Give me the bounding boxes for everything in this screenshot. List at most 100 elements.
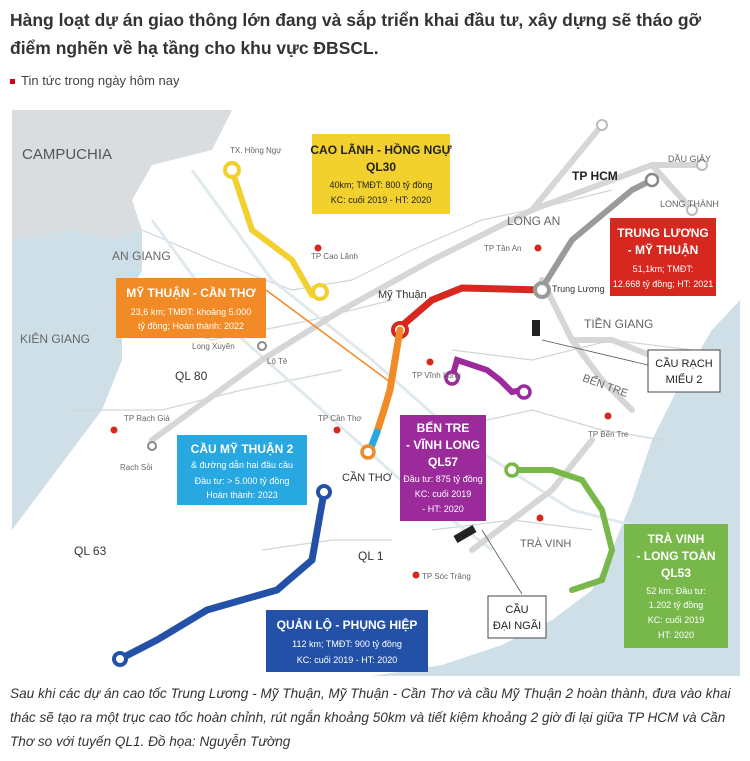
box-trung-luong xyxy=(610,218,716,296)
label-long-thanh: LONG THÀNH xyxy=(660,199,719,209)
bridge-dai-ngai-icon xyxy=(453,525,477,543)
box-btvl-line1: Đầu tư: 875 tỷ đồng xyxy=(403,474,483,484)
label-kien-giang: KIÊN GIANG xyxy=(20,331,90,346)
box-ben-tre-vinh-long xyxy=(400,415,486,521)
red-bullet-icon xyxy=(10,79,15,85)
route-my-thuan-can-tho xyxy=(373,326,404,436)
tp-hcm-node xyxy=(644,172,660,188)
route-endpoint xyxy=(504,462,520,478)
gray-roads xyxy=(149,122,705,553)
box-cau-rach-mieu xyxy=(647,349,721,393)
box-mtct-title: MỸ THUẬN - CẦN THƠ xyxy=(126,285,256,300)
route-endpoint xyxy=(444,370,460,386)
box-tvlt-title: TRÀ VINH xyxy=(648,531,705,546)
box-tl-line1: 51,1km; TMĐT: xyxy=(633,264,694,274)
label-ql80: QL 80 xyxy=(175,369,208,383)
rach-soi-dot xyxy=(147,441,157,451)
box-cmt2-line1: & đường dẫn hai đầu cầu xyxy=(191,460,293,470)
box-tra-vinh-long-toan xyxy=(624,524,728,648)
box-cao-lanh-title2: QL30 xyxy=(366,160,396,174)
label-lo-te: Lộ Tẻ xyxy=(267,357,288,366)
label-tra-vinh: TRÀ VINH xyxy=(520,537,571,550)
box-cdn-line2: ĐẠI NGÃI xyxy=(493,619,541,632)
bridge-rach-mieu-icon xyxy=(532,320,540,336)
box-tl-title: TRUNG LƯƠNG xyxy=(617,226,709,240)
label-can-tho: CẦN THƠ xyxy=(342,471,393,484)
label-tien-giang: TIỀN GIANG xyxy=(584,316,653,331)
hcm-expressway xyxy=(536,177,655,296)
label-dau-giay: DẦU GIÂY xyxy=(668,154,711,164)
box-pointer xyxy=(265,289,391,383)
route-endpoint xyxy=(311,283,329,301)
label-rach-soi: Rạch Sỏi xyxy=(120,463,153,472)
route-endpoint xyxy=(223,161,241,179)
road-node xyxy=(696,159,708,171)
city-dots xyxy=(110,244,612,579)
label-trung-luong: Trung Lương xyxy=(552,284,605,294)
box-btvl-title3: QL57 xyxy=(428,455,458,469)
route-endpoint xyxy=(516,384,532,400)
box-cau-my-thuan-2 xyxy=(177,435,307,505)
long-xuyen-dot xyxy=(257,341,267,351)
pointer-lines xyxy=(481,339,653,595)
box-cao-lanh-line2: KC: cuối 2019 - HT: 2020 xyxy=(331,195,432,205)
route-endpoint xyxy=(533,281,551,299)
box-btvl-title2: - VĨNH LONG xyxy=(406,437,480,452)
subhead-link[interactable]: Tin tức trong ngày hôm nay xyxy=(21,73,180,88)
box-mtct-line1: 23,6 km; TMĐT: khoảng 5.000 xyxy=(131,307,251,317)
route-ben-tre-vinh-long xyxy=(449,356,525,396)
box-mtct-line2: tỷ đồng; Hoàn thành: 2022 xyxy=(138,321,244,331)
route-endpoint xyxy=(360,444,376,460)
mekong-delta-land xyxy=(12,110,740,676)
box-cao-lanh-line1: 40km; TMĐT: 800 tỷ đồng xyxy=(330,180,433,190)
route-tra-vinh-long-toan xyxy=(509,467,616,593)
box-tvlt-line3: KC: cuối 2019 xyxy=(648,615,705,625)
box-cmt2-title: CẦU MỸ THUẬN 2 xyxy=(191,441,294,456)
box-quan-lo-phung-hiep xyxy=(266,610,428,672)
box-btvl-line3: - HT: 2020 xyxy=(422,504,464,514)
box-btvl-title: BẾN TRE xyxy=(417,420,470,435)
box-tvlt-line1: 52 km; Đầu tư: xyxy=(646,586,706,596)
box-qlph-line2: KC: cuối 2019 - HT: 2020 xyxy=(297,655,398,665)
label-long-an: LONG AN xyxy=(507,214,560,228)
caption: Sau khi các dự án cao tốc Trung Lương - … xyxy=(10,686,731,749)
label-tp-cao-lanh: TP Cao Lãnh xyxy=(311,252,358,261)
infrastructure-map: CAMPUCHIA AN GIANG KIÊN GIANG LONG AN TI… xyxy=(12,110,740,676)
box-cdn-line1: CẦU xyxy=(505,603,528,616)
route-quan-lo-phung-hiep xyxy=(118,488,328,662)
label-campuchia: CAMPUCHIA xyxy=(22,146,112,163)
box-cao-lanh xyxy=(312,134,450,214)
box-cao-lanh-title: CAO LÃNH - HỒNG NGỰ xyxy=(310,142,451,157)
box-qlph-line1: 112 km; TMĐT: 900 tỷ đồng xyxy=(292,639,402,649)
box-cmt2-line3: Hoàn thành: 2023 xyxy=(206,490,278,500)
label-tp-can-tho: TP Cần Thơ xyxy=(318,414,362,423)
box-crm-line1: CẦU RẠCH xyxy=(655,357,713,370)
box-btvl-line2: KC: cuối 2019 xyxy=(415,489,472,499)
box-tl-line2: 12.668 tỷ đồng; HT: 2021 xyxy=(613,279,714,289)
label-tp-soc-trang: TP Sóc Trăng xyxy=(422,572,471,581)
label-my-thuan: Mỹ Thuận xyxy=(378,289,427,301)
label-ql1: QL 1 xyxy=(358,549,384,563)
box-tvlt-line2: 1.202 tỷ đồng xyxy=(649,600,704,610)
label-tx-hong-ngu: TX. Hồng Ngự xyxy=(230,146,282,155)
box-qlph-title: QUẢN LỘ - PHỤNG HIỆP xyxy=(277,617,418,632)
label-ql63: QL 63 xyxy=(74,544,107,558)
label-tp-rach-gia: TP Rạch Giá xyxy=(124,414,170,423)
label-an-giang: AN GIANG xyxy=(112,249,171,263)
box-tl-title2: - MỸ THUẬN xyxy=(628,242,699,257)
subhead[interactable]: Tin tức trong ngày hôm nay xyxy=(10,73,180,88)
route-endpoint xyxy=(112,651,128,667)
label-long-xuyen: Long Xuyên xyxy=(192,342,235,351)
label-tp-vinh-long: TP Vĩnh Long xyxy=(412,371,461,380)
label-tp-hcm: TP HCM xyxy=(572,169,618,183)
headline: Hàng loạt dự án giao thông lớn đang và s… xyxy=(10,10,702,58)
box-my-thuan-can-tho xyxy=(116,278,266,338)
box-cau-dai-ngai xyxy=(487,595,547,639)
road-node xyxy=(686,204,698,216)
box-crm-line2: MIẾU 2 xyxy=(666,373,703,386)
route-cao-lanh-hong-ngu xyxy=(229,167,315,298)
route-endpoint xyxy=(316,484,332,500)
label-tp-tan-an: TP Tân An xyxy=(484,244,522,253)
road-node xyxy=(596,119,608,131)
box-tvlt-title3: QL53 xyxy=(661,566,691,580)
